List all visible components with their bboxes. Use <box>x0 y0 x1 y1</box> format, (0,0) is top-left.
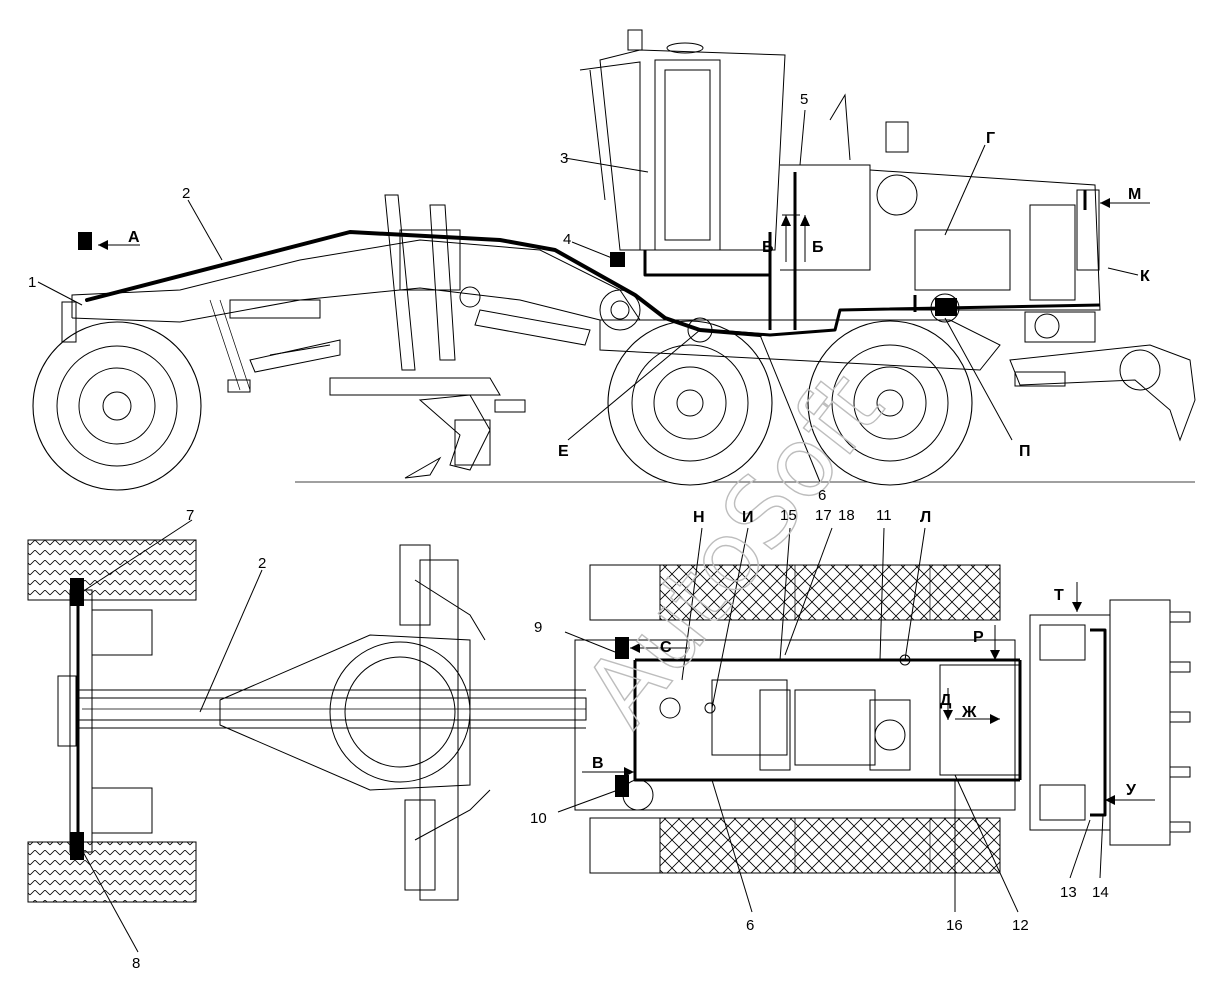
top-view <box>27 519 1191 953</box>
headlight-7 <box>70 578 84 606</box>
label-2-side: 2 <box>182 185 190 202</box>
label-7: 7 <box>186 507 194 524</box>
arrow-t <box>1072 582 1082 612</box>
arrow-d <box>943 688 953 720</box>
label-10: 10 <box>530 810 547 827</box>
letter-l: Л <box>920 509 931 526</box>
letter-v: В <box>592 755 604 772</box>
arrow-b-right <box>800 215 810 262</box>
harness-6-side <box>699 303 1101 337</box>
letter-p: П <box>1019 443 1031 460</box>
label-16: 16 <box>946 917 963 934</box>
letter-labels: А Б Б Г М К Е П Н И Л С В Т Р Д Ж У <box>128 130 1150 799</box>
letter-e: Е <box>558 443 569 460</box>
side-view <box>32 29 1196 491</box>
front-wheel-side <box>32 321 202 491</box>
ripper-teeth <box>1169 611 1191 833</box>
rear-wheel-2-side <box>807 320 973 486</box>
junction-p <box>930 293 960 323</box>
arrow-a <box>98 240 140 250</box>
letter-a: А <box>128 229 140 246</box>
label-9: 9 <box>534 619 542 636</box>
arrow-zh <box>955 714 1000 724</box>
harness-2-side <box>85 230 762 337</box>
arrow-s <box>630 643 690 653</box>
letter-n: Н <box>693 509 705 526</box>
lamp-9 <box>615 637 629 659</box>
label-1: 1 <box>28 274 36 291</box>
number-labels: 1 2 3 4 5 6 2 7 8 9 10 6 11 12 13 14 15 … <box>28 91 1109 972</box>
label-17: 17 <box>815 507 832 524</box>
label-6-top: 6 <box>746 917 754 934</box>
letter-d: Д <box>940 692 952 709</box>
front-tyre-top-lower <box>27 841 197 903</box>
harness-4-side <box>643 250 770 277</box>
arrow-r <box>990 625 1000 660</box>
letter-b-right: Б <box>812 239 824 256</box>
headlight-1 <box>78 232 92 250</box>
label-18: 18 <box>838 507 855 524</box>
arrow-u <box>1105 795 1155 805</box>
rear-tyres-top-lower <box>589 817 1001 874</box>
control-box-4 <box>610 252 625 267</box>
label-5: 5 <box>800 91 808 108</box>
letter-g: Г <box>986 130 995 147</box>
letter-b-left: Б <box>762 239 774 256</box>
arrow-m <box>1100 198 1150 208</box>
arrow-b-left <box>781 214 800 262</box>
label-12: 12 <box>1012 917 1029 934</box>
cab <box>579 29 786 251</box>
label-15: 15 <box>780 507 797 524</box>
label-6-side: 6 <box>818 487 826 504</box>
letter-m: М <box>1128 186 1141 203</box>
label-13: 13 <box>1060 884 1077 901</box>
junction-e <box>687 317 713 343</box>
arrow-v <box>582 767 634 777</box>
harness-6-top <box>633 660 1020 782</box>
letter-r: Р <box>973 629 984 646</box>
label-3: 3 <box>560 150 568 167</box>
lamp-10 <box>615 775 629 797</box>
label-14: 14 <box>1092 884 1109 901</box>
label-8: 8 <box>132 955 140 972</box>
rear-wheel-1-side <box>607 320 773 486</box>
letter-t: Т <box>1054 587 1064 604</box>
label-4: 4 <box>563 231 571 248</box>
letter-i: И <box>742 509 754 526</box>
front-tyre-top-upper <box>27 539 197 601</box>
letter-s: С <box>660 639 672 656</box>
headlight-8 <box>70 832 84 860</box>
rear-tyres-top-upper <box>589 564 1001 621</box>
label-11: 11 <box>876 507 892 524</box>
harness-13-14 <box>1090 628 1107 817</box>
letter-zh: Ж <box>961 704 977 721</box>
letter-u: У <box>1126 782 1137 799</box>
letter-k: К <box>1140 268 1150 285</box>
label-2-top: 2 <box>258 555 266 572</box>
